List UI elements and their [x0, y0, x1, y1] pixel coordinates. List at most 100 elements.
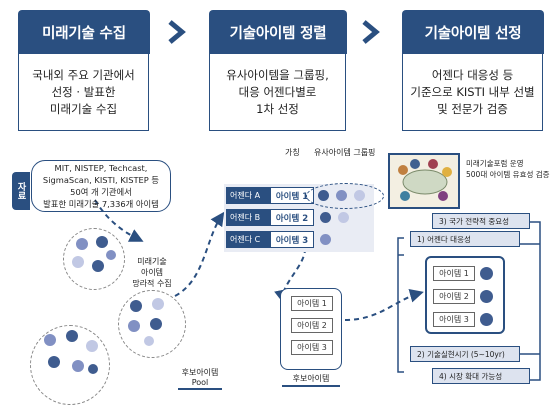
group-dot [336, 190, 347, 201]
cluster-2 [118, 290, 186, 358]
source-line1: MIT, NISTEP, Techcast, [54, 163, 148, 173]
header-arrow-2 [362, 20, 380, 44]
group-dot [320, 212, 331, 223]
flow-source-to-collect [94, 199, 144, 242]
step3-desc: 어젠다 대응성 등 기준으로 KISTI 내부 선별 및 전문가 검증 [402, 54, 543, 131]
cluster-dot [128, 320, 140, 332]
agenda-b-label: 어젠다 B [230, 213, 261, 222]
criteria-1-banner: 1) 어젠다 대응성 [410, 231, 520, 247]
group-dot [318, 190, 329, 201]
criteria-1-text: 1) 어젠다 대응성 [417, 234, 471, 244]
agenda-c-label: 어젠다 C [230, 235, 261, 244]
cluster-dot [48, 356, 60, 368]
forum-text: 미래기술포럼 운영 500대 아이템 유효성 검증 [466, 158, 550, 180]
source-line3: 50여 개 기관에서 [70, 187, 132, 197]
forum-line2: 500대 아이템 유효성 검증 [466, 170, 550, 179]
header-arrow-1 [168, 20, 186, 44]
grouping-ellipse [306, 183, 384, 209]
step3-line3: 및 전문가 검증 [437, 101, 508, 116]
cluster-dot [150, 318, 162, 330]
step1-line3: 미래기술 수집 [49, 101, 118, 116]
pool-label-2: Pool [191, 378, 209, 387]
step1-title: 미래기술 수집 [42, 25, 126, 42]
grouping-col2: 유사아이템 그룹핑 [314, 148, 376, 157]
step3-line2: 기준으로 KISTI 내부 선별 [410, 84, 535, 99]
step2-line3: 1차 선정 [256, 101, 299, 116]
candidate-item-1: 아이템 1 [291, 296, 333, 311]
group-dot [354, 190, 365, 201]
pool-label: 후보아이템 Pool [176, 368, 224, 388]
collect-label-1: 미래기술 [137, 257, 167, 266]
agenda-b-item-label: 아이템 2 [275, 213, 309, 224]
agenda-c-item-label: 아이템 3 [275, 235, 309, 246]
criteria-2-text: 2) 기술실현시기 (5~10yr) [417, 349, 505, 359]
forum-line1: 미래기술포럼 운영 [466, 159, 524, 168]
connector-layer [94, 20, 541, 381]
step2-line1: 유사아이템을 그룹핑, [226, 67, 329, 82]
cluster-dot [96, 236, 108, 248]
cluster-dot [88, 364, 98, 374]
cluster-dot [144, 336, 154, 346]
criteria-4-text: 4) 시장 확대 가능성 [439, 371, 503, 381]
funnel-left-line [397, 237, 404, 373]
funnel-right-line [530, 221, 541, 381]
agenda-a-item-label: 아이템 1 [275, 191, 309, 202]
flow-agenda-to-candidates [274, 247, 307, 304]
flow-pool-to-agenda [174, 211, 225, 297]
agenda-c-item: 아이템 3 [270, 231, 314, 248]
source-box: MIT, NISTEP, Techcast, SigmaScan, KISTI,… [31, 160, 171, 212]
step2-header: 기술아이템 정렬 [209, 10, 347, 54]
final-item-1: 아이템 1 [433, 266, 475, 281]
criteria-2-banner: 2) 기술실현시기 (5~10yr) [410, 346, 520, 362]
source-tag-text: 자료 [15, 182, 26, 200]
step2-line2: 대응 어젠다별로 [238, 84, 317, 99]
collect-label: 미래기술 아이템 망라적 수집 [130, 256, 174, 289]
cluster-dot [86, 340, 98, 352]
flow-candidates-to-final [344, 288, 424, 321]
pool-label-1: 후보아이템 [181, 368, 219, 377]
criteria-3-text: 3) 국가 전략적 중요성 [439, 216, 510, 226]
group-dot [320, 234, 331, 245]
step3-line1: 어젠다 대응성 등 [431, 67, 514, 82]
step2-title: 기술아이템 정렬 [229, 25, 327, 42]
agenda-b-item: 아이템 2 [270, 209, 314, 226]
step3-title: 기술아이템 선정 [424, 25, 522, 42]
cluster-dot [152, 298, 164, 310]
step2-desc: 유사아이템을 그룹핑, 대응 어젠다별로 1차 선정 [209, 54, 346, 131]
source-line4: 발표한 미래기술 7,336개 아이템 [43, 199, 159, 209]
source-line2: SigmaScan, KISTI, KISTEP 등 [42, 175, 160, 185]
cluster-dot [92, 260, 104, 272]
group-dot [338, 212, 349, 223]
step1-header: 미래기술 수집 [18, 10, 150, 54]
cluster-1 [63, 228, 125, 290]
final-item-2: 아이템 2 [433, 289, 475, 304]
cluster-dot [66, 330, 78, 342]
candidate-item-3: 아이템 3 [291, 340, 333, 355]
candidate-item-2: 아이템 2 [291, 318, 333, 333]
cluster-dot [76, 238, 88, 250]
step3-header: 기술아이템 선정 [402, 10, 544, 54]
cluster-dot [44, 334, 56, 346]
candidate-label: 후보아이템 [292, 374, 330, 383]
collect-label-2: 아이템 [140, 268, 164, 277]
pool-underline [178, 388, 222, 390]
final-dot [480, 267, 493, 280]
collect-label-3: 망라적 수집 [132, 279, 172, 288]
final-item-3: 아이템 3 [433, 312, 475, 327]
step1-desc: 국내외 주요 기관에서 선정 · 발표한 미래기술 수집 [18, 54, 149, 131]
candidate-item-3-label: 아이템 3 [297, 343, 327, 352]
agenda-a-item: 아이템 1 [270, 187, 314, 204]
final-dot [480, 313, 493, 326]
agenda-a-label: 어젠다 A [230, 191, 261, 200]
cluster-dot [130, 300, 142, 312]
criteria-4-banner: 4) 시장 확대 가능성 [432, 368, 530, 384]
final-dot [480, 290, 493, 303]
final-item-3-label: 아이템 3 [439, 315, 469, 324]
cluster-dot [72, 256, 84, 268]
candidate-underline [282, 385, 340, 387]
cluster-dot [106, 250, 116, 260]
candidate-item-1-label: 아이템 1 [297, 299, 327, 308]
step1-line1: 국내외 주요 기관에서 [32, 67, 135, 82]
cluster-dot [72, 360, 84, 372]
grouping-col1: 가칭 [285, 148, 300, 157]
